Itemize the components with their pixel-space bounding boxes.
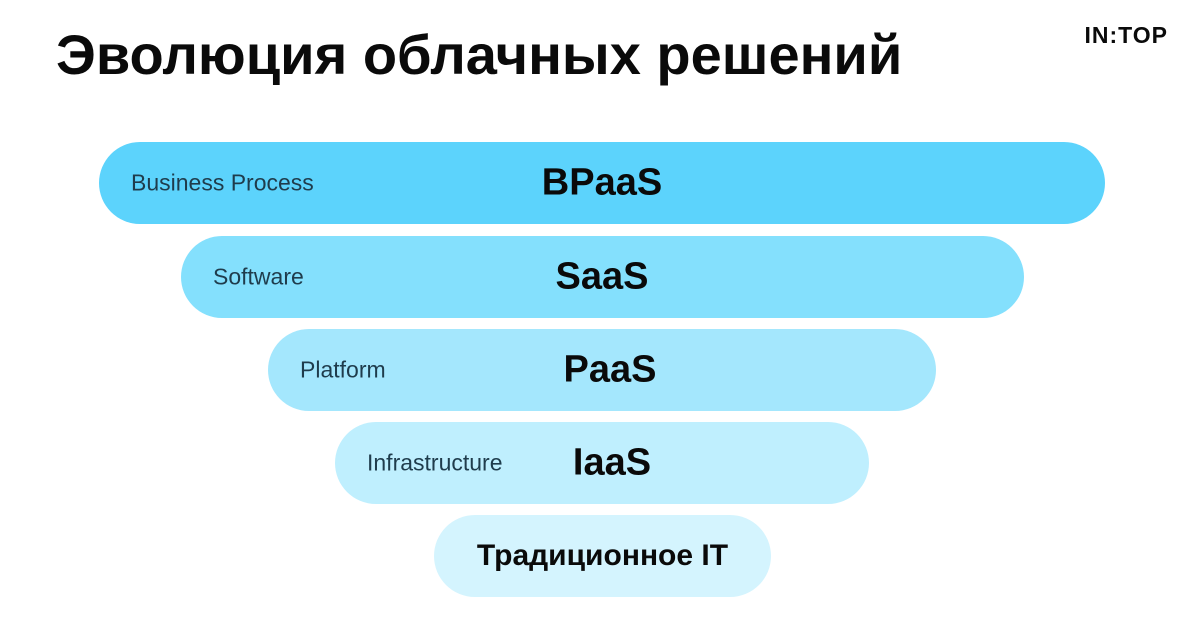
level-iaas-abbr: IaaS	[572, 441, 652, 484]
level-traditional-it: Традиционное IT	[434, 515, 771, 597]
level-saas-label: Software	[213, 263, 304, 290]
level-bpaas-label: Business Process	[131, 169, 314, 196]
level-paas: Platform PaaS	[268, 329, 936, 411]
level-traditional-it-label: Традиционное IT	[476, 539, 729, 572]
level-iaas: Infrastructure IaaS	[335, 422, 869, 504]
page-title: Эволюция облачных решений	[56, 23, 903, 86]
level-paas-label: Platform	[300, 356, 386, 383]
level-bpaas-abbr: BPaaS	[541, 161, 663, 204]
level-saas: Software SaaS	[181, 236, 1024, 318]
level-saas-abbr: SaaS	[555, 255, 649, 298]
level-paas-abbr: PaaS	[563, 348, 657, 391]
level-bpaas: Business Process BPaaS	[99, 142, 1105, 224]
level-iaas-label: Infrastructure	[367, 449, 503, 476]
intop-logo: IN:TOP	[1084, 22, 1168, 48]
